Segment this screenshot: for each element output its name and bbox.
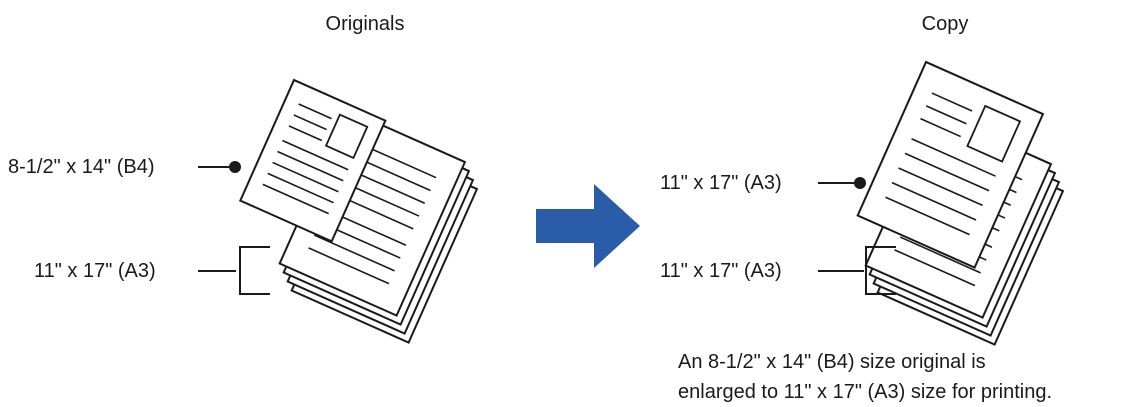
copy-title: Copy	[922, 13, 969, 35]
a3-bracket	[198, 246, 270, 295]
caption-line-1: An 8-1/2" x 14" (B4) size original is	[678, 351, 986, 373]
caption: An 8-1/2" x 14" (B4) size original is en…	[678, 347, 1128, 407]
caption-line-2: enlarged to 11" x 17" (A3) size for prin…	[678, 381, 1053, 403]
originals-b4-label: 8-1/2" x 14" (B4)	[8, 156, 154, 178]
originals-title: Originals	[326, 13, 405, 35]
right-arrow-icon	[536, 184, 640, 268]
copy-leader-dot	[854, 177, 866, 189]
b4-leader-dot	[229, 161, 241, 173]
copy-bracket	[818, 246, 896, 295]
copy-top-label: 11" x 17" (A3)	[660, 172, 782, 194]
originals-a3-label: 11" x 17" (A3)	[34, 260, 156, 282]
copy-bottom-label: 11" x 17" (A3)	[660, 260, 782, 282]
